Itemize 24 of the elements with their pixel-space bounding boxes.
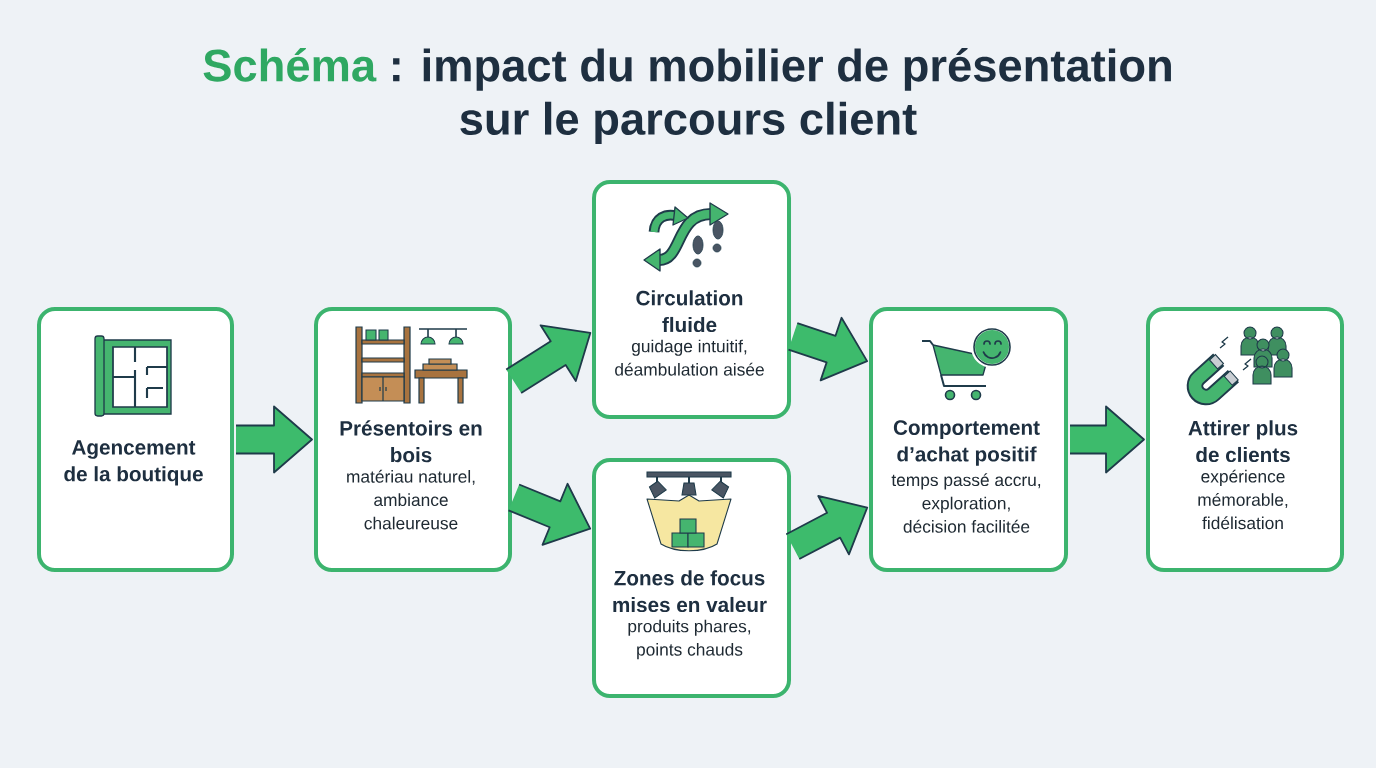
block-arrow (785, 495, 869, 560)
box-description: expérience mémorable, fidélisation (1198, 469, 1288, 530)
box-description: produits phares, points chauds (628, 619, 751, 660)
box-heading: Attirer plus de clients (1188, 420, 1298, 463)
block-arrow (505, 324, 592, 394)
process-box (1146, 307, 1344, 572)
box-heading: Zones de focus mises en valeur (613, 570, 767, 613)
box-description: temps passé accru, exploration, décision facilitée (891, 473, 1041, 533)
process-box (314, 307, 512, 572)
block-arrow (235, 405, 313, 474)
process-box (592, 458, 791, 698)
block-arrow (787, 316, 868, 382)
title: Schéma : impact du mobilier de présentation sur le parcours client (203, 48, 1171, 144)
box-description: guidage intuitif, déambulation aisée (615, 339, 764, 376)
box-heading: Présentoirs en bois (340, 420, 482, 463)
box-heading: Comportement d’achat positif (893, 420, 1040, 466)
box-heading: Agencement de la boutique (64, 440, 203, 486)
block-arrow (1069, 405, 1145, 474)
process-box (592, 180, 791, 419)
process-box (869, 307, 1068, 572)
box-description: matériau naturel, ambiance chaleureuse (347, 469, 475, 530)
process-box (37, 307, 234, 572)
block-arrow (507, 482, 592, 546)
box-heading: Circulation fluide (636, 290, 743, 333)
